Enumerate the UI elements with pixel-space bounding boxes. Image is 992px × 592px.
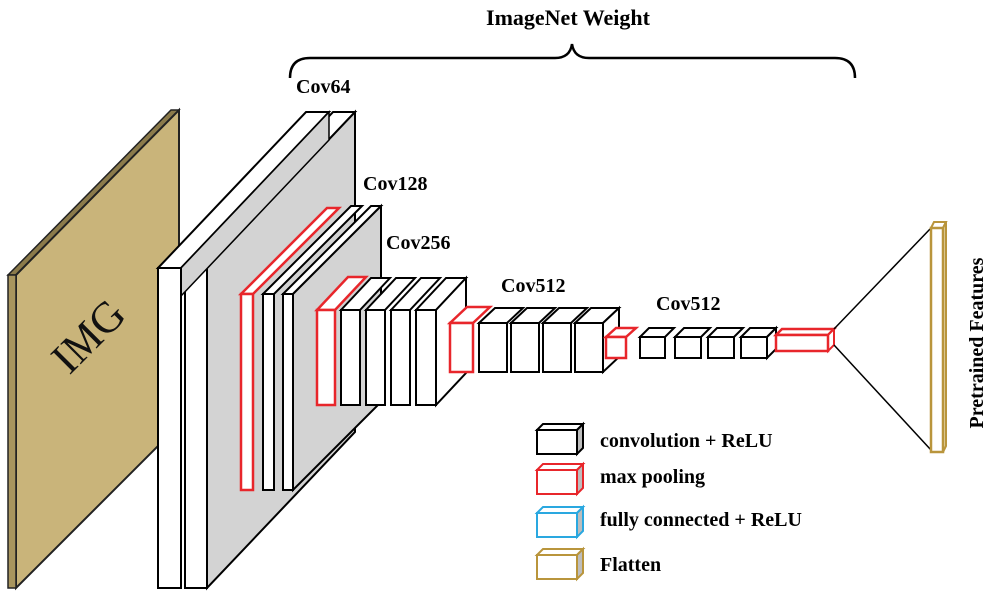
projection-line-bottom	[833, 344, 932, 451]
conv128-block	[237, 203, 384, 493]
stage-label-cov64: Cov64	[296, 76, 350, 98]
legend-label-fc: fully connected + ReLU	[600, 509, 802, 531]
diagram-title: ImageNet Weight	[486, 5, 651, 30]
stage-label-cov512-2: Cov512	[656, 293, 720, 315]
legend-swatch-conv	[534, 421, 586, 457]
conv512-block-2	[602, 325, 779, 361]
stage-label-cov256: Cov256	[386, 232, 450, 254]
flatten-layer	[929, 221, 948, 454]
final-pooling-layer	[772, 326, 838, 354]
conv512-block-1	[446, 305, 622, 375]
legend-swatch-pool	[534, 461, 586, 497]
output-label: Pretrained Features	[966, 257, 988, 428]
legend-label-pool: max pooling	[600, 466, 705, 488]
legend-label-conv: convolution + ReLU	[600, 430, 773, 452]
stage-label-cov128: Cov128	[363, 173, 427, 195]
legend-swatch-flatten	[534, 546, 586, 582]
legend-label-flatten: Flatten	[600, 554, 661, 576]
legend-swatch-fc	[534, 504, 586, 540]
input-image-slab	[6, 107, 181, 591]
legend: convolution + ReLU max pooling fully con…	[534, 421, 802, 582]
title-brace	[288, 43, 857, 79]
projection-line-top	[833, 227, 932, 330]
stage-label-cov512-1: Cov512	[501, 275, 565, 297]
